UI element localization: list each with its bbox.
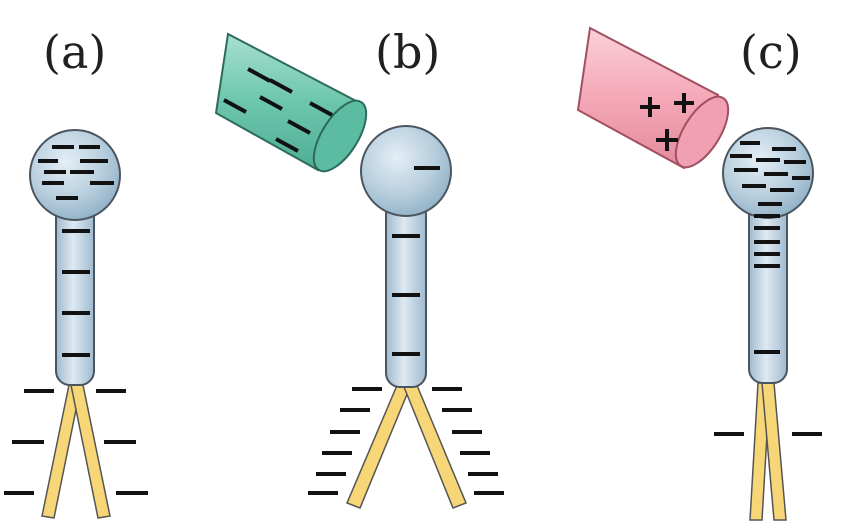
panel-b: (b) [214, 25, 504, 509]
charges-b [308, 166, 504, 495]
plus-charges-c [640, 93, 694, 151]
electroscope-b [346, 125, 467, 509]
charges-c [714, 141, 822, 436]
charges-a [4, 145, 148, 495]
leaf-left-b [346, 382, 412, 509]
charge-mark [259, 95, 283, 111]
leaf-right-a [70, 384, 111, 519]
rod-end-b [312, 99, 368, 173]
charge-mark [223, 98, 247, 114]
panel-c: (c) [576, 25, 822, 521]
panel-a: (a) [4, 25, 148, 519]
electroscope-a [29, 129, 121, 519]
rod-end-c [674, 95, 730, 169]
ball-b [360, 125, 452, 217]
leaf-right-b [403, 382, 467, 509]
panel-label-c: (c) [740, 25, 802, 79]
charge-mark [275, 137, 299, 153]
charge-mark [309, 101, 333, 117]
charge-mark [247, 67, 271, 83]
rod-b [214, 32, 368, 173]
panel-label-b: (b) [375, 25, 440, 79]
charge-mark [269, 78, 293, 94]
electroscope-c [722, 127, 814, 521]
ball-a [29, 129, 121, 221]
charge-mark [287, 119, 311, 135]
rod-c [576, 26, 730, 170]
panel-label-a: (a) [43, 25, 106, 79]
